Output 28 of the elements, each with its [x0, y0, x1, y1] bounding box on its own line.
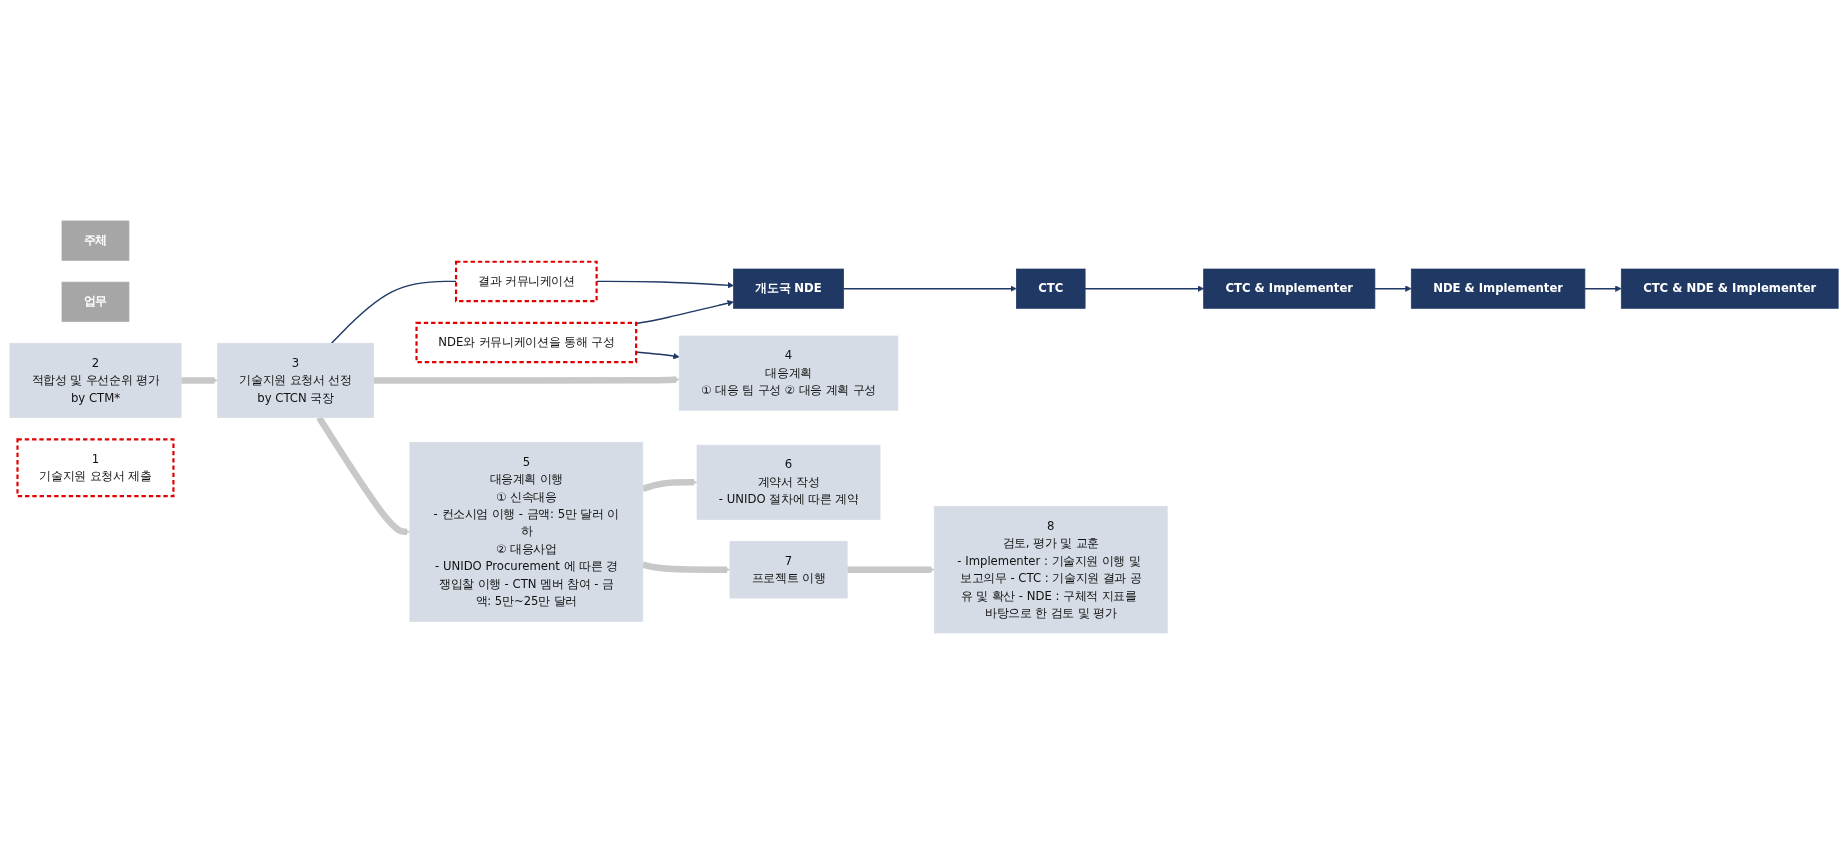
node-box: 6 계약서 작성 - UNIDO 절차에 따른 계약: [696, 444, 881, 520]
arrow: [373, 376, 680, 384]
arrow: [1084, 285, 1204, 292]
arrow: [180, 377, 218, 384]
node-box: 8 검토, 평가 및 교훈 - Implementer : 기술지원 이행 및 보고의무 - CTC : 기술지원 결과 공유 및 확산 - NDE : 구체적 지표를 바탕으로 한 검토 및 평가: [933, 506, 1168, 634]
node-box: CTC & NDE & Implementer: [1620, 268, 1839, 309]
node-box: 개도국 NDE: [733, 268, 844, 309]
node-box: 3 기술지원 요청서 선정 by CTCN 국장: [217, 342, 374, 418]
arrow: [641, 561, 731, 573]
node-box: 1 기술지원 요청서 제출: [16, 438, 175, 498]
node-box: 2 적합성 및 우선순위 평가 by CTM*: [9, 342, 182, 418]
node-box: 업무: [61, 281, 130, 322]
node-box: 4 대응계획 ① 대응 팀 구성 ② 대응 계획 구성: [678, 335, 899, 411]
arrow: [1584, 285, 1622, 292]
arrow: [641, 479, 698, 493]
node-box: CTC & Implementer: [1203, 268, 1376, 309]
node-box: 7 프로젝트 이행: [729, 540, 848, 599]
arrow: [847, 566, 935, 573]
node-box: NDE와 커뮤니케이션을 통해 구성: [415, 321, 638, 364]
node-box: 결과 커뮤니케이션: [454, 260, 598, 303]
node-box: 주체: [61, 220, 130, 261]
arrow: [1374, 285, 1412, 292]
arrow: [635, 300, 734, 325]
arrow: [842, 285, 1017, 292]
node-box: 5 대응계획 이행 ① 신속대응 - 컨소시엄 이행 - 금액: 5만 달러 이하 ② 대응사업 - UNIDO Procurement 에 따른 경쟁입찰 이행 - CTN 멤버 참여 - 금액: 5만~25만 달러: [409, 441, 644, 622]
node-box: CTC: [1016, 268, 1086, 309]
connector: [330, 280, 457, 344]
node-box: NDE & Implementer: [1410, 268, 1586, 309]
